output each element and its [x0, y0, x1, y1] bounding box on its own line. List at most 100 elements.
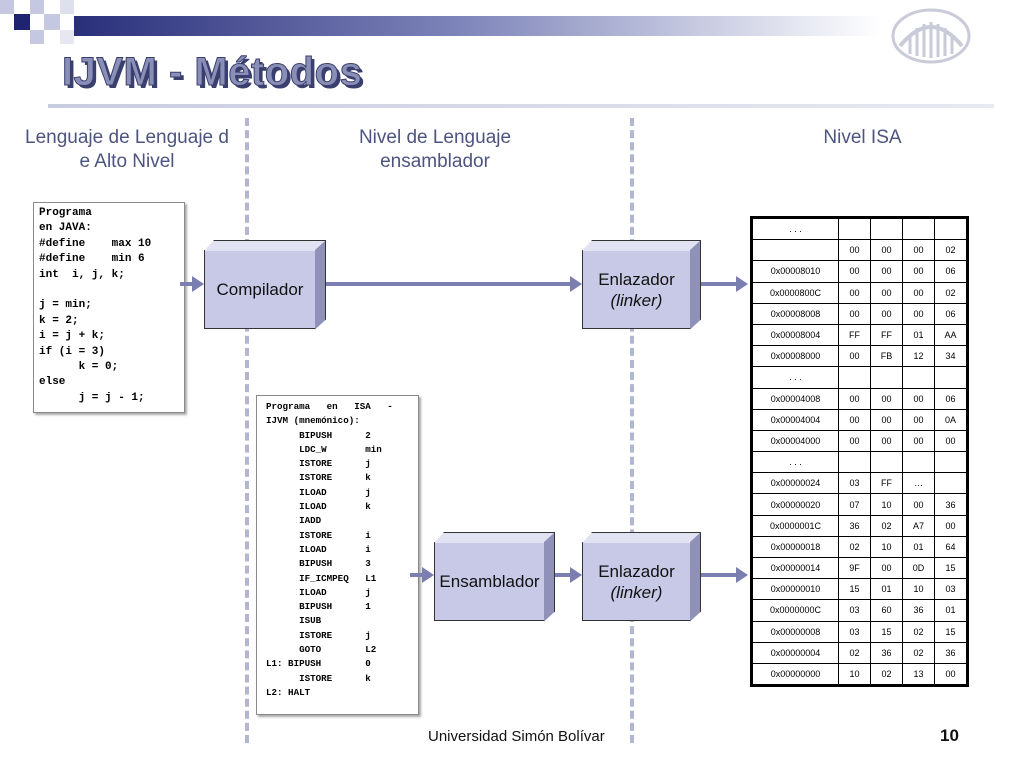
memory-address: 0x00000020 — [751, 493, 839, 516]
memory-byte: 00 — [870, 408, 903, 431]
box-side-face — [544, 532, 555, 622]
deco-square — [30, 0, 44, 14]
memory-byte: 00 — [902, 260, 935, 283]
isa-code-line: IJVM (mnemónico): — [266, 415, 360, 427]
isa-code-line: L1: BIPUSH 0 — [266, 658, 371, 670]
linker-bottom-label-line1: Enlazador — [598, 561, 675, 581]
memory-byte — [934, 451, 968, 474]
memory-byte — [902, 216, 935, 241]
memory-byte — [902, 451, 935, 474]
linker-top-label: Enlazador(linker) — [598, 269, 675, 311]
arrow-linker-bottom-to-memory — [700, 567, 748, 583]
java-code-line — [39, 283, 184, 298]
memory-address: 0x00000024 — [751, 472, 839, 495]
column-divider-left — [245, 118, 249, 743]
memory-byte: 02 — [838, 641, 871, 664]
university-logo — [890, 6, 972, 64]
memory-byte: 00 — [902, 387, 935, 410]
java-code-line: j = j - 1; — [39, 391, 145, 404]
memory-byte — [838, 451, 871, 474]
memory-byte: 00 — [870, 281, 903, 304]
memory-address: 0x0000001C — [751, 514, 839, 537]
memory-address — [751, 239, 839, 262]
assembler-label: Ensamblador — [439, 572, 540, 591]
memory-byte: 00 — [934, 662, 968, 687]
memory-byte: 36 — [934, 493, 968, 516]
memory-byte: 00 — [838, 281, 871, 304]
memory-byte — [934, 216, 968, 241]
memory-byte: 06 — [934, 302, 968, 325]
arrow-isa-to-assembler — [410, 567, 434, 583]
memory-byte — [838, 216, 871, 241]
linker-top-label-line2: (linker) — [610, 290, 663, 310]
memory-byte: 0A — [934, 408, 968, 431]
memory-byte: 9F — [838, 556, 871, 580]
linker-box-top: Enlazador(linker) — [582, 250, 691, 329]
heading-isa-level: Nivel ISA — [790, 126, 935, 150]
memory-byte — [934, 366, 968, 389]
memory-byte: 00 — [838, 260, 871, 283]
memory-address: 0x00000004 — [751, 641, 839, 664]
box-side-face — [690, 240, 701, 330]
memory-byte: FF — [838, 323, 871, 347]
java-code-line: #define min 6 — [39, 253, 145, 266]
linker-bottom-label: Enlazador(linker) — [598, 561, 675, 603]
box-top-face — [434, 532, 555, 543]
java-code-line: en JAVA: — [39, 222, 92, 235]
isa-code-line: IF_ICMPEQ L1 — [266, 572, 377, 584]
isa-code-line: ILOAD j — [266, 486, 371, 498]
memory-byte: 00 — [870, 556, 903, 580]
memory-byte: 00 — [838, 345, 871, 368]
java-code-line: #define max 10 — [39, 237, 152, 250]
deco-square — [30, 30, 44, 44]
java-code-line: i = j + k; — [39, 330, 106, 343]
memory-byte: 02 — [902, 641, 935, 664]
memory-byte: 00 — [870, 260, 903, 283]
isa-code-line: ILOAD k — [266, 501, 371, 513]
linker-bottom-label-line2: (linker) — [610, 582, 663, 602]
memory-byte: 00 — [934, 429, 968, 453]
memory-byte: 03 — [838, 620, 871, 643]
memory-byte: 00 — [902, 429, 935, 453]
memory-byte: 06 — [934, 260, 968, 283]
heading-assembly-level: Nivel de Lenguaje ensamblador — [340, 126, 530, 174]
java-code-line: k = 2; — [39, 314, 79, 327]
compiler-box: Compilador — [204, 250, 316, 329]
memory-byte: 01 — [934, 599, 968, 622]
memory-byte: 00 — [838, 387, 871, 410]
memory-byte: 01 — [902, 323, 935, 347]
java-code-line: j = min; — [39, 299, 92, 312]
deco-square — [44, 14, 60, 30]
memory-byte: 12 — [902, 345, 935, 368]
memory-byte: 00 — [838, 429, 871, 453]
memory-byte: 02 — [870, 514, 903, 537]
java-program-box: Programa en JAVA: #define max 10 #define mi… — [33, 202, 185, 413]
memory-byte — [870, 366, 903, 389]
memory-byte: 03 — [838, 472, 871, 495]
isa-code-line: ISTORE j — [266, 458, 371, 470]
isa-code-line: ISTORE j — [266, 629, 371, 641]
memory-row: . . . — [751, 216, 968, 241]
memory-byte: 00 — [902, 408, 935, 431]
memory-address: 0x00004004 — [751, 408, 839, 431]
memory-byte: 36 — [934, 641, 968, 664]
memory-byte: 02 — [934, 281, 968, 304]
deco-square — [60, 30, 74, 44]
java-code-line: Programa — [39, 207, 92, 219]
memory-byte: 60 — [870, 599, 903, 622]
heading-isa-level-text: Nivel ISA — [823, 127, 902, 148]
memory-byte: A7 — [902, 514, 935, 537]
column-divider-right — [630, 118, 634, 743]
isa-code-line: Programa en ISA - — [266, 401, 393, 412]
